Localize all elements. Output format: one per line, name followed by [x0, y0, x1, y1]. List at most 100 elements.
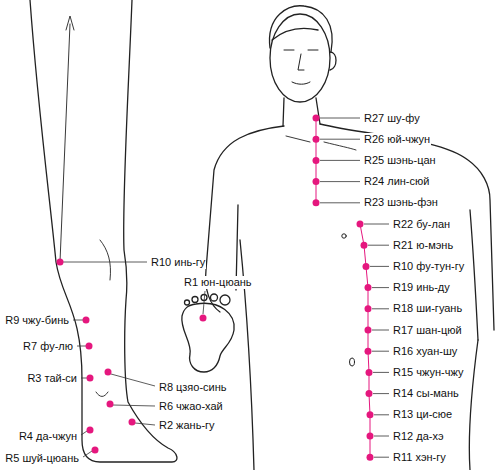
point-dot [363, 263, 370, 270]
point-label: R24 лин-сюй [363, 175, 430, 188]
point-dot [57, 259, 64, 266]
point-label: R22 бу-лан [392, 218, 451, 231]
leader-line [374, 436, 389, 437]
point-dot [313, 178, 320, 185]
leader-line [320, 202, 360, 203]
point-label: R8 цзяо-синь [158, 381, 228, 394]
ear [330, 52, 336, 70]
point-label: R10 инь-гу [150, 256, 206, 269]
navel [350, 358, 355, 366]
point-label: R16 хуан-шу [392, 345, 458, 358]
torso-left [240, 240, 254, 470]
leader-line [364, 224, 389, 225]
leader-line [374, 457, 389, 458]
point-dot [129, 419, 136, 426]
nipple [342, 234, 346, 238]
point-dot [366, 369, 373, 376]
point-dot [105, 369, 112, 376]
point-dot [313, 136, 320, 143]
leader-line [374, 414, 389, 415]
leader-line [368, 245, 389, 246]
point-dot [366, 390, 373, 397]
point-label: R7 фу-лю [22, 340, 74, 353]
point-dot [365, 305, 372, 312]
leader-line [320, 181, 360, 182]
point-label: R14 сы-мань [392, 387, 460, 400]
torso-right [469, 340, 478, 470]
point-label: R18 ши-гуань [392, 302, 463, 315]
point-dot [313, 157, 320, 164]
meridian-arrowhead [66, 16, 74, 30]
leader-line [135, 423, 155, 425]
point-label: R11 хэн-гу [392, 451, 447, 464]
leader-line [372, 287, 389, 288]
eye [284, 50, 318, 51]
point-label: R4 да-чжун [18, 430, 78, 443]
arm-inner [470, 210, 478, 340]
face-outline [270, 14, 330, 102]
point-label: R13 ци-сюе [392, 408, 453, 421]
leader-line [83, 451, 92, 457]
leader-line [320, 139, 360, 140]
leader-line [372, 308, 389, 309]
toe [220, 295, 230, 305]
point-dot [361, 242, 368, 249]
point-dot [367, 411, 374, 418]
point-dot [87, 375, 94, 382]
leader-line [113, 405, 155, 406]
leader-line [320, 118, 360, 119]
toe [192, 297, 198, 303]
point-label: R1 юн-цюань [183, 276, 253, 289]
point-dot [367, 433, 374, 440]
leader-line [373, 372, 389, 373]
point-dot [313, 199, 320, 206]
leader-line [81, 431, 87, 435]
point-label: R5 шуй-цюань [4, 452, 80, 465]
point-dot [365, 327, 372, 334]
point-dot [200, 315, 207, 322]
sole-outline [182, 303, 234, 372]
point-label: R15 чжун-чжу [392, 366, 464, 379]
mouth [292, 82, 310, 84]
knee-line [100, 240, 111, 280]
point-dot [367, 454, 374, 461]
point-dot [107, 401, 114, 408]
clavicle [286, 136, 356, 150]
shoulder-right [320, 124, 494, 330]
leader-line [63, 262, 147, 263]
ankle-line [96, 392, 108, 397]
point-dot [365, 348, 372, 355]
point-dot [86, 343, 93, 350]
leader-line [372, 330, 389, 331]
point-label: R21 ю-мэнь [392, 239, 454, 252]
point-label: R9 чжу-бинь [4, 314, 70, 327]
leader-line [203, 291, 205, 314]
point-label: R17 шан-цюй [392, 324, 463, 337]
leader-line [81, 378, 87, 379]
point-label: R3 тай-си [26, 372, 78, 385]
nose [298, 54, 304, 70]
point-dot [357, 221, 364, 228]
toe [211, 294, 218, 301]
leader-line [370, 266, 389, 267]
point-dot [92, 447, 99, 454]
leader-line [73, 320, 83, 321]
point-label: R19 инь-ду [392, 281, 451, 294]
point-dot [87, 427, 94, 434]
point-label: R26 юй-чжун [363, 133, 431, 146]
leader-line [373, 393, 389, 394]
leader-line [372, 351, 389, 352]
neck [283, 98, 320, 126]
point-label: R12 да-хэ [392, 430, 445, 443]
point-label: R27 шу-фу [363, 112, 421, 125]
hair [270, 6, 333, 52]
leader-line [77, 346, 86, 347]
point-label: R10 фу-тун-гу [392, 260, 465, 273]
point-dot [83, 317, 90, 324]
point-label: R23 шэнь-фэн [363, 196, 439, 209]
point-label: R2 жань-гу [158, 419, 216, 432]
point-label: R6 чжао-хай [158, 400, 224, 413]
leader-line [111, 374, 155, 386]
